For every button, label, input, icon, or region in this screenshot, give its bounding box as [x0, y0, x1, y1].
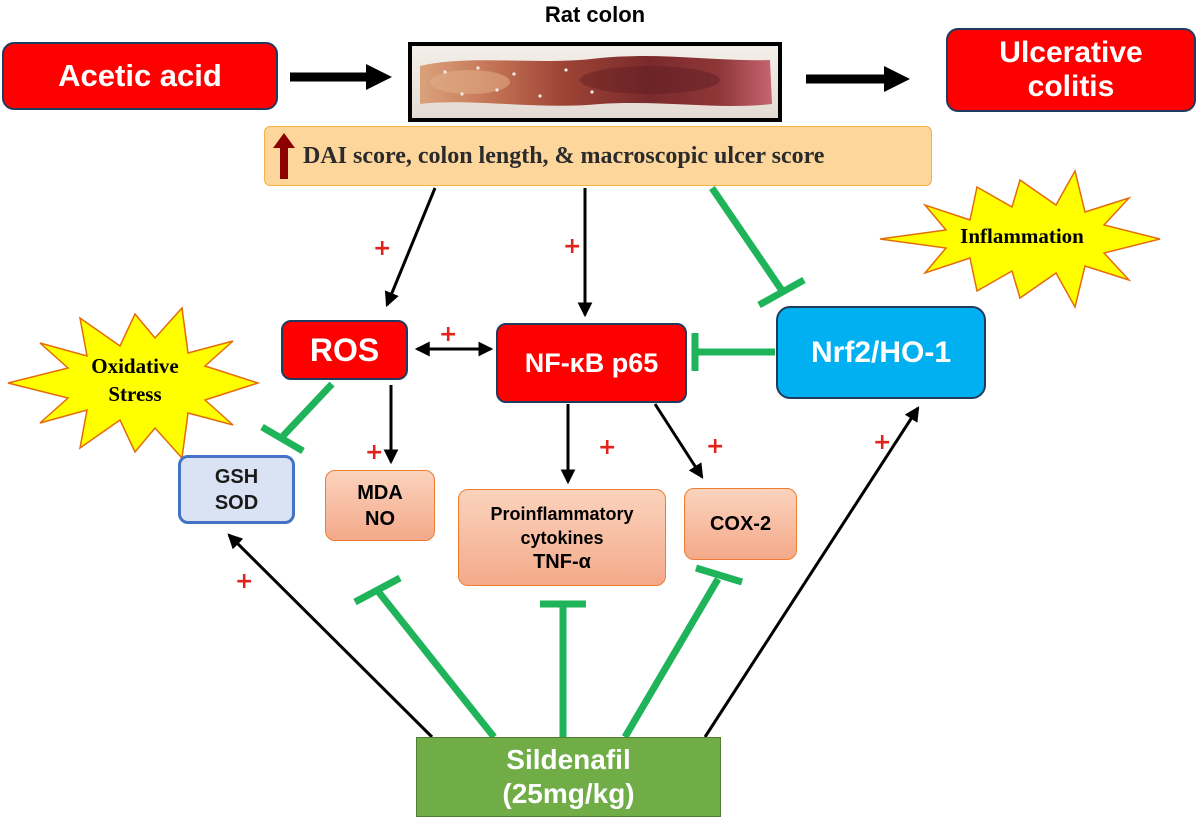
arrow-acetic-to-colon — [290, 64, 392, 90]
gsh-sod-box: GSH SOD — [178, 455, 295, 524]
activation-arrows — [227, 187, 920, 739]
inhibit-sildenafil-cox2 — [621, 564, 744, 739]
nrf2-ho1-box: Nrf2/HO-1 — [776, 306, 986, 399]
plus-sign: + — [373, 236, 392, 261]
arrow-colon-to-colitis — [806, 66, 910, 92]
no-label: NO — [365, 507, 395, 530]
tnf-alpha-label: TNF-α — [533, 550, 591, 573]
sod-label: SOD — [214, 491, 259, 514]
sildenafil-dose: (25mg/kg) — [502, 778, 635, 809]
nfkb-label: NF-κB p65 — [524, 347, 659, 378]
inhibit-ros-gsh — [260, 381, 335, 455]
arrow-dai-to-ros — [384, 187, 437, 308]
cytokines-box: Proinflammatory cytokines TNF-α — [458, 489, 666, 586]
plus-sign: + — [873, 430, 892, 455]
arrow-nfkb-to-cox2 — [653, 403, 704, 479]
up-arrow-icon — [273, 133, 295, 179]
inflammation-label: Inflammation — [960, 224, 1084, 248]
plus-sign: + — [235, 569, 254, 594]
nrf2-ho1-label: Nrf2/HO-1 — [810, 335, 952, 369]
gsh-label: GSH — [214, 465, 259, 488]
plus-sign: + — [706, 434, 725, 459]
ros-box: ROS — [281, 320, 408, 380]
nfkb-box: NF-κB p65 — [496, 323, 687, 403]
inhibit-dai-nrf2 — [709, 186, 806, 309]
inflammation-burst — [879, 168, 1161, 310]
top-flow-arrows — [290, 64, 910, 92]
dai-banner: DAI score, colon length, & macroscopic u… — [264, 126, 932, 186]
cytokines-label: Proinflammatory cytokines — [490, 503, 634, 548]
oxidative-stress-label: Oxidative Stress — [91, 354, 179, 406]
plus-sign: + — [439, 322, 458, 347]
sildenafil-box: Sildenafil (25mg/kg) — [416, 737, 721, 817]
acetic-acid-box: Acetic acid — [2, 42, 278, 110]
sildenafil-label: Sildenafil — [506, 744, 631, 775]
plus-sign: + — [598, 435, 617, 460]
rat-colon-image — [408, 42, 782, 122]
inhibit-sildenafil-mda — [353, 574, 497, 740]
arrow-sildenafil-to-gsh — [227, 533, 434, 739]
inhibition-lines — [260, 186, 806, 740]
acetic-acid-label: Acetic acid — [58, 58, 222, 93]
cox2-label: COX-2 — [709, 512, 772, 535]
ulcerative-colitis-label: Ulcerative colitis — [999, 36, 1143, 103]
inhibit-nrf2-nfkb — [691, 333, 775, 371]
mda-no-box: MDA NO — [325, 470, 435, 541]
inhibit-sildenafil-cytokines — [540, 600, 586, 737]
cox2-box: COX-2 — [684, 488, 797, 560]
ulcerative-colitis-box: Ulcerative colitis — [946, 28, 1196, 112]
mda-label: MDA — [357, 481, 403, 504]
ros-label: ROS — [309, 331, 380, 368]
arrow-sildenafil-to-nrf2 — [703, 406, 920, 738]
rat-colon-label: Rat colon — [544, 2, 646, 27]
plus-sign: + — [563, 234, 582, 259]
plus-sign: + — [365, 440, 384, 465]
dai-banner-text: DAI score, colon length, & macroscopic u… — [303, 142, 825, 169]
